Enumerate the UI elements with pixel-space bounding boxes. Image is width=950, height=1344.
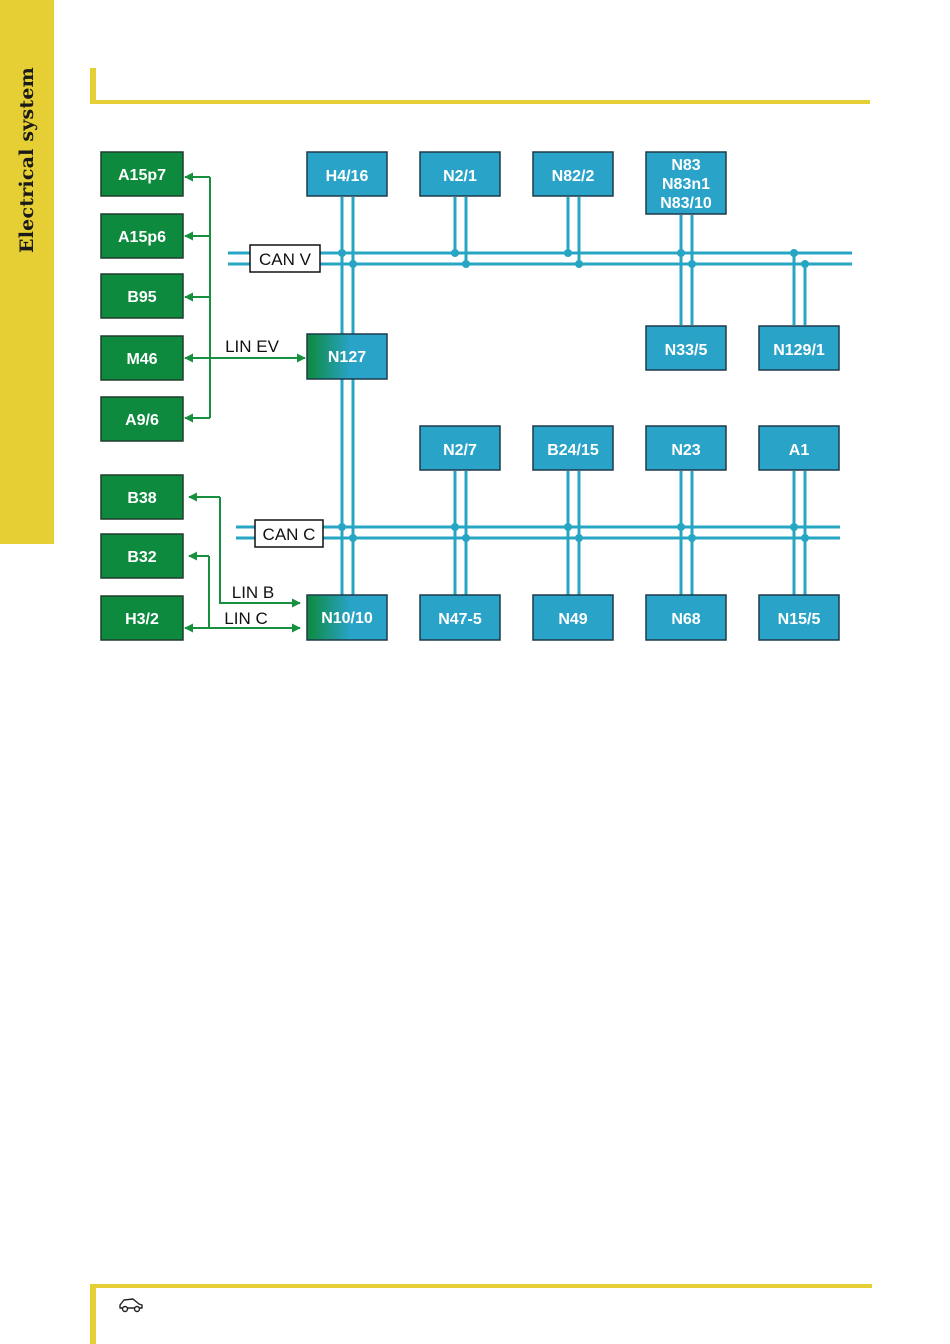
- can-c-bus: [236, 527, 840, 538]
- svg-text:N82/2: N82/2: [552, 168, 595, 185]
- gateway-n10-10: N10/10: [307, 595, 387, 640]
- svg-text:N127: N127: [328, 349, 366, 366]
- module-n49: N49: [533, 595, 613, 640]
- module-n2-1: N2/1: [420, 152, 500, 196]
- svg-text:CAN V: CAN V: [259, 250, 312, 269]
- svg-text:N49: N49: [558, 611, 587, 628]
- svg-text:B38: B38: [127, 490, 156, 507]
- module-b38: B38: [101, 475, 183, 519]
- module-n47-5: N47-5: [420, 595, 500, 640]
- svg-text:M46: M46: [126, 351, 157, 368]
- module-n2-7: N2/7: [420, 426, 500, 470]
- can-c-tag: CAN C: [255, 520, 323, 547]
- gateway-n127: N127: [307, 334, 387, 379]
- can-v-tag: CAN V: [250, 245, 320, 272]
- svg-text:N129/1: N129/1: [773, 342, 825, 359]
- module-a1: A1: [759, 426, 839, 470]
- module-b32: B32: [101, 534, 183, 578]
- svg-text:A9/6: A9/6: [125, 412, 159, 429]
- svg-text:N83n1: N83n1: [662, 176, 710, 193]
- svg-text:B24/15: B24/15: [547, 442, 599, 459]
- module-a15p6: A15p6: [101, 214, 183, 258]
- svg-text:N83: N83: [671, 157, 700, 174]
- can-v-bus: [228, 253, 852, 264]
- svg-text:N33/5: N33/5: [665, 342, 708, 359]
- svg-text:N2/1: N2/1: [443, 168, 477, 185]
- module-n83: N83 N83n1 N83/10: [646, 152, 726, 214]
- module-n33-5: N33/5: [646, 326, 726, 370]
- bus-drops: [342, 197, 805, 595]
- lin-ev-lines: [185, 177, 305, 418]
- lin-ev-label: LIN EV: [225, 337, 280, 356]
- module-n23: N23: [646, 426, 726, 470]
- svg-text:N10/10: N10/10: [321, 610, 373, 627]
- module-h3-2: H3/2: [101, 596, 183, 640]
- svg-text:N23: N23: [671, 442, 700, 459]
- module-a15p7: A15p7: [101, 152, 183, 196]
- network-diagram: CAN V CAN C LIN EV LIN B LIN C A15p7 A15…: [0, 0, 950, 700]
- svg-text:H4/16: H4/16: [326, 168, 369, 185]
- junction-dots: [338, 249, 809, 542]
- svg-text:N83/10: N83/10: [660, 195, 712, 212]
- module-h4-16: H4/16: [307, 152, 387, 196]
- module-n129-1: N129/1: [759, 326, 839, 370]
- module-n15-5: N15/5: [759, 595, 839, 640]
- module-b24-15: B24/15: [533, 426, 613, 470]
- svg-text:B32: B32: [127, 549, 156, 566]
- module-b95: B95: [101, 274, 183, 318]
- svg-text:N68: N68: [671, 611, 700, 628]
- svg-text:A15p6: A15p6: [118, 229, 166, 246]
- svg-text:CAN C: CAN C: [263, 525, 316, 544]
- svg-text:A15p7: A15p7: [118, 167, 166, 184]
- svg-text:B95: B95: [127, 289, 156, 306]
- module-n68: N68: [646, 595, 726, 640]
- car-icon: [118, 1296, 144, 1314]
- svg-text:H3/2: H3/2: [125, 611, 159, 628]
- svg-text:N15/5: N15/5: [778, 611, 821, 628]
- svg-text:A1: A1: [789, 442, 810, 459]
- module-a9-6: A9/6: [101, 397, 183, 441]
- lin-c-label: LIN C: [224, 609, 267, 628]
- module-n82-2: N82/2: [533, 152, 613, 196]
- footer-rule-vertical: [90, 1285, 96, 1344]
- svg-text:N47-5: N47-5: [438, 611, 482, 628]
- svg-text:N2/7: N2/7: [443, 442, 477, 459]
- module-m46: M46: [101, 336, 183, 380]
- lin-b-label: LIN B: [232, 583, 275, 602]
- footer-rule: [90, 1284, 872, 1288]
